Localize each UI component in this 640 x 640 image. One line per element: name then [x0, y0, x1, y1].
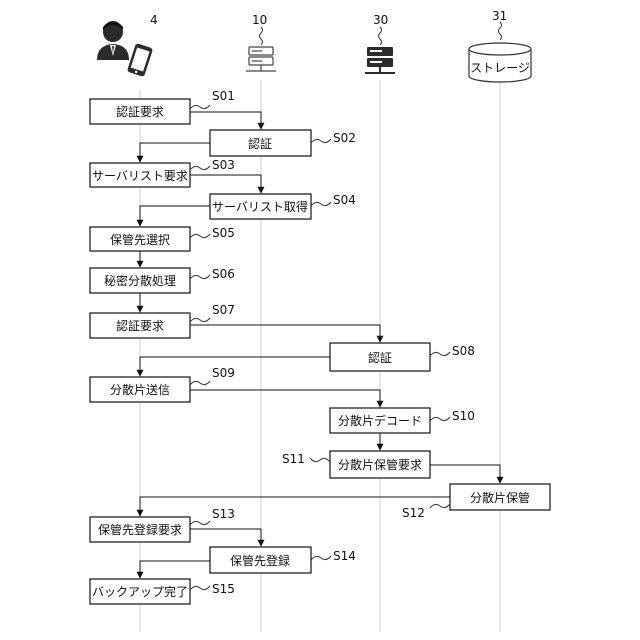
- code-s08: S08: [452, 344, 475, 358]
- leader-s06: [190, 275, 210, 279]
- person-icon: [97, 21, 129, 60]
- label-s04: サーバリスト取得: [212, 199, 308, 214]
- leader-s05: [190, 234, 210, 238]
- label-s12: 分散片保管: [470, 490, 530, 505]
- label-s14: 保管先登録: [230, 553, 290, 568]
- label-s07: 認証要求: [116, 318, 164, 333]
- code-s13: S13: [212, 507, 235, 521]
- arrow-s03-s04: [190, 175, 261, 193]
- leader-s04: [311, 202, 331, 206]
- leader-s12: [430, 504, 450, 508]
- arrow-s11-s12: [430, 465, 500, 483]
- storage-label: ストレージ: [470, 61, 530, 75]
- code-s11: S11: [282, 452, 305, 466]
- code-s06: S06: [212, 267, 235, 281]
- label-s10: 分散片デコード: [338, 413, 422, 428]
- label-s09: 分散片送信: [110, 382, 170, 397]
- arrow-s07-s08: [190, 325, 380, 342]
- user-ref: 4: [150, 13, 158, 27]
- leader-s13: [190, 521, 210, 525]
- server10-actor: 10: [246, 13, 276, 71]
- code-s09: S09: [212, 366, 235, 380]
- leader-s07: [190, 318, 210, 322]
- user-actor: 4: [97, 13, 158, 77]
- label-s15: バックアップ完了: [92, 584, 188, 599]
- leader-s02: [311, 139, 331, 143]
- lifelines: [140, 80, 500, 632]
- leader-s03: [190, 166, 210, 170]
- label-s06: 秘密分散処理: [104, 273, 176, 288]
- arrow-s08-s09: [140, 357, 330, 376]
- label-s05: 保管先選択: [110, 232, 170, 247]
- code-s01: S01: [212, 89, 235, 103]
- leader-s09: [190, 381, 210, 385]
- arrow-s13-s14: [190, 529, 261, 546]
- arrow-s14-s15: [140, 561, 210, 578]
- storage-actor: 31 ストレージ: [469, 9, 531, 82]
- label-s13: 保管先登録要求: [98, 522, 182, 537]
- label-s08: 認証: [368, 350, 392, 365]
- code-s04: S04: [333, 193, 356, 207]
- leader-s14: [311, 556, 331, 560]
- server30-ref: 30: [373, 13, 388, 27]
- leader-s10: [430, 417, 450, 421]
- server30-actor: 30: [365, 13, 395, 73]
- messages: [140, 112, 500, 578]
- leader-s08: [430, 352, 450, 356]
- code-s02: S02: [333, 131, 356, 145]
- server-icon: [246, 47, 276, 71]
- leader-s15: [190, 586, 210, 590]
- code-s03: S03: [212, 158, 235, 172]
- code-s07: S07: [212, 303, 235, 317]
- arrow-s01-s02: [190, 112, 261, 129]
- code-s14: S14: [333, 549, 356, 563]
- code-s12: S12: [402, 506, 425, 520]
- storage-leader: [499, 22, 502, 40]
- smartphone-icon: [127, 43, 153, 77]
- server10-leader: [260, 27, 263, 45]
- code-s05: S05: [212, 226, 235, 240]
- arrow-s02-s03: [140, 143, 210, 162]
- code-s10: S10: [452, 409, 475, 423]
- arrow-s04-s05: [140, 206, 210, 226]
- leader-s11: [310, 458, 330, 462]
- server10-ref: 10: [252, 13, 267, 27]
- label-s11: 分散片保管要求: [338, 457, 422, 472]
- server30-leader: [379, 27, 382, 45]
- storage-ref: 31: [492, 9, 507, 23]
- server-icon: [365, 47, 395, 73]
- label-s01: 認証要求: [116, 104, 164, 119]
- code-s15: S15: [212, 582, 235, 596]
- label-s03: サーバリスト要求: [92, 169, 188, 183]
- arrow-s09-s10: [190, 390, 380, 407]
- leader-s01: [190, 105, 210, 109]
- label-s02: 認証: [248, 136, 272, 151]
